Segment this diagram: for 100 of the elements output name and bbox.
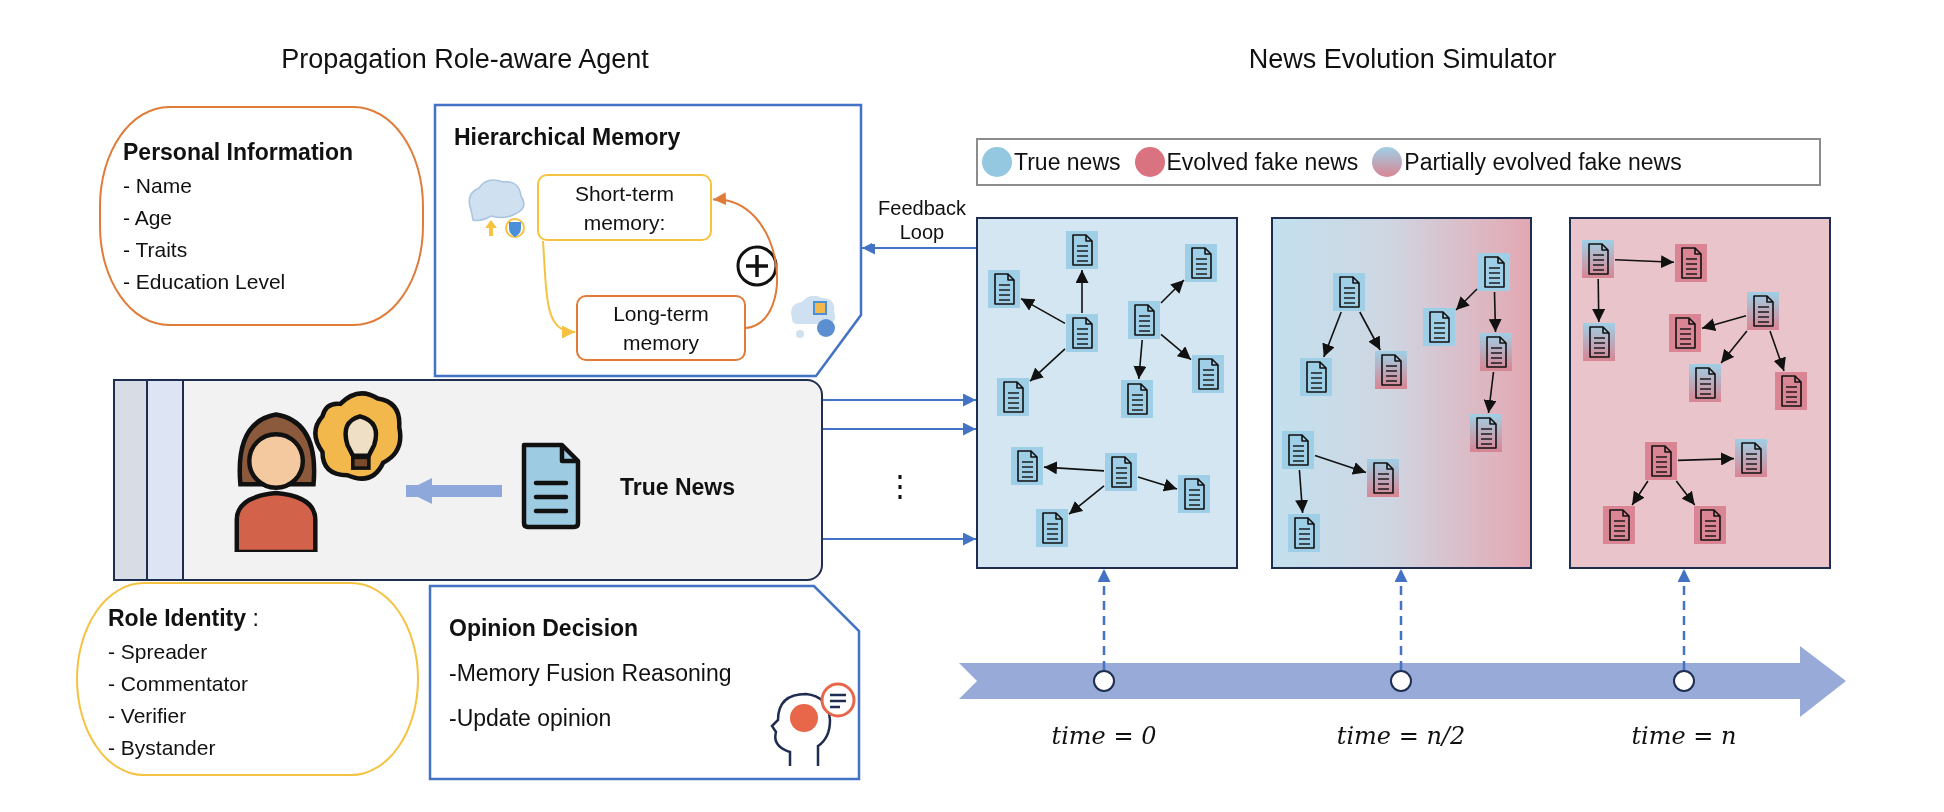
document-icon (1288, 514, 1320, 552)
legend-label: Evolved fake news (1166, 148, 1359, 176)
memory-box (576, 295, 746, 361)
document-icon (1645, 442, 1677, 480)
document-icon (988, 270, 1020, 308)
arrow (1137, 476, 1178, 492)
arrow (1483, 371, 1497, 414)
arrow (861, 241, 977, 255)
arrow (1097, 569, 1111, 670)
network-panel (976, 217, 1238, 569)
list-item: - Traits (123, 237, 189, 263)
arrow (1677, 452, 1735, 466)
time-label: time = n (1630, 722, 1738, 750)
arrow (1631, 480, 1649, 506)
arrow (1677, 569, 1691, 670)
document-icon (1603, 506, 1635, 544)
document-icon (1036, 509, 1068, 547)
document-icon (1478, 253, 1510, 291)
document-icon (1121, 380, 1153, 418)
arrow (1359, 311, 1381, 351)
network-panel (1271, 217, 1532, 569)
arrow (1295, 469, 1309, 514)
arrow (1322, 311, 1342, 358)
list-item: - Bystander (108, 735, 217, 761)
list-item: - Commentator (108, 671, 250, 697)
arrow (1160, 279, 1185, 304)
arrow (1769, 330, 1786, 372)
arrow (1075, 269, 1089, 314)
arrow (1675, 480, 1696, 506)
arrow (542, 240, 576, 338)
memory-box (537, 174, 712, 241)
document-icon (1669, 314, 1701, 352)
document-icon (1066, 314, 1098, 352)
legend-label: Partially evolved fake news (1404, 148, 1682, 176)
arrow (1043, 461, 1105, 475)
ellipsis-mark: ⋮ (885, 468, 915, 503)
arrow (822, 532, 977, 546)
document-icon (1011, 447, 1043, 485)
arrow (1160, 333, 1192, 361)
list-item: - Spreader (108, 639, 209, 665)
arrow (1455, 288, 1478, 311)
document-icon (1675, 244, 1707, 282)
arrow (1614, 255, 1675, 269)
time-label: time = 0 (1050, 722, 1158, 750)
memory-panel (434, 104, 862, 377)
heading: Hierarchical Memory (454, 124, 681, 151)
arrow (1720, 330, 1748, 364)
arrow (1068, 485, 1105, 515)
document-icon (1747, 292, 1779, 330)
document-icon (1300, 358, 1332, 396)
list-item: - Name (123, 173, 193, 199)
document-icon (1423, 308, 1455, 346)
agent-panel (113, 379, 823, 581)
arrow (1592, 278, 1606, 323)
icon-label: True News (620, 474, 737, 501)
document-icon (1185, 244, 1217, 282)
list-item: -Memory Fusion Reasoning (449, 660, 732, 687)
legend-label: True news (1014, 148, 1121, 176)
arrow (822, 422, 977, 436)
document-icon (997, 378, 1029, 416)
arrow (1133, 339, 1147, 380)
section-title: News Evolution Simulator (1247, 44, 1558, 75)
network-panel (1569, 217, 1831, 569)
list-item: - Age (123, 205, 174, 231)
list-item: - Verifier (108, 703, 188, 729)
arrow (1701, 315, 1747, 331)
document-icon (1775, 372, 1807, 410)
document-icon (1066, 231, 1098, 269)
document-icon (1178, 475, 1210, 513)
document-icon (1583, 323, 1615, 361)
arrow (406, 478, 502, 504)
arrow (1394, 569, 1408, 670)
arrow (1029, 348, 1066, 382)
document-icon (1689, 364, 1721, 402)
document-icon (1582, 240, 1614, 278)
section-title: Propagation Role-aware Agent (280, 44, 650, 75)
document-icon (1128, 301, 1160, 339)
document-icon (1375, 351, 1407, 389)
document-icon (1367, 459, 1399, 497)
list-item: -Update opinion (449, 705, 612, 732)
document-icon (1333, 273, 1365, 311)
heading: Personal Information (123, 138, 355, 167)
document-icon (1105, 453, 1137, 491)
arrow (822, 393, 977, 407)
arrow (712, 194, 778, 329)
document-icon (1282, 431, 1314, 469)
arrow (1488, 291, 1502, 333)
heading: Role Identity : (108, 604, 260, 633)
document-icon (1480, 333, 1512, 371)
arrow (1020, 297, 1066, 325)
document-icon (1192, 355, 1224, 393)
document-icon (1470, 414, 1502, 452)
decision-panel (429, 585, 860, 780)
box-label: Short-term memory: (573, 180, 676, 236)
time-label: time = n/2 (1335, 722, 1467, 750)
arrow (1314, 454, 1367, 475)
box-label: Long-term memory (612, 301, 710, 356)
heading: Opinion Decision (449, 615, 639, 642)
document-icon (1694, 506, 1726, 544)
document-icon (1735, 439, 1767, 477)
